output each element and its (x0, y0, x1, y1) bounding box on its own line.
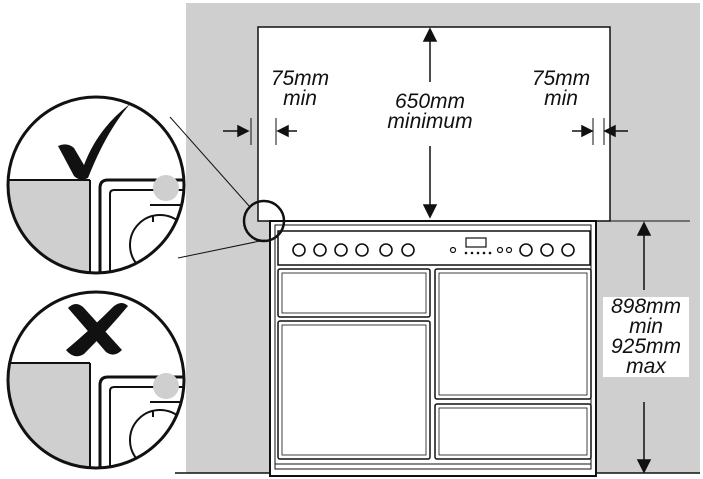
right-oven-door (434, 268, 592, 400)
top-clearance-value: 650mm (394, 90, 466, 113)
control-knob (401, 243, 415, 257)
control-knob (334, 243, 348, 257)
left-gap-value: 75mm (270, 67, 330, 90)
left-gap-arrows (223, 118, 297, 145)
timer-dot (476, 251, 480, 255)
left-gap-label: 75mm min (262, 67, 338, 110)
right-storage-drawer (434, 403, 592, 460)
top-clearance-arrow (422, 27, 438, 219)
control-knob (313, 243, 327, 257)
right-gap-qualifier: min (544, 87, 578, 110)
height-label: 898mm min 925mm max (603, 295, 689, 378)
left-top-drawer (277, 268, 431, 318)
small-button (449, 246, 457, 254)
small-button (496, 246, 504, 254)
small-button (505, 246, 513, 254)
correct-detail (6, 95, 186, 275)
cross-mark-icon (66, 303, 128, 357)
height-max-value: 925mm (610, 335, 682, 358)
height-max-qualifier: max (626, 355, 666, 378)
timer-dot (488, 251, 492, 255)
control-knob (519, 243, 533, 257)
timer-dot (464, 251, 468, 255)
left-gap-qualifier: min (283, 87, 317, 110)
height-arrow (636, 221, 652, 474)
control-knob (561, 243, 575, 257)
range-cooker (269, 220, 597, 477)
control-panel (277, 230, 591, 266)
height-min-value: 898mm (610, 295, 682, 318)
callout-line (177, 239, 266, 259)
control-knob (540, 243, 554, 257)
control-knob (355, 243, 369, 257)
right-storage-drawer-inner (438, 407, 588, 456)
left-oven-door (277, 320, 431, 460)
clearance-zone (257, 26, 611, 222)
right-gap-label: 75mm min (523, 67, 599, 110)
control-knob (379, 243, 393, 257)
control-knob (292, 243, 306, 257)
detail-marker-circle (242, 199, 286, 243)
check-mark-icon (58, 104, 130, 180)
height-min-qualifier: min (629, 315, 663, 338)
left-top-drawer-inner (281, 272, 427, 314)
right-oven-door-inner (438, 272, 588, 396)
timer-dot (482, 251, 486, 255)
incorrect-detail (6, 290, 186, 470)
top-clearance-label: 650mm minimum (368, 90, 492, 133)
clock-display (465, 237, 487, 248)
right-gap-arrows (572, 118, 628, 145)
left-oven-door-inner (281, 324, 427, 456)
top-clearance-qualifier: minimum (387, 110, 473, 133)
right-gap-value: 75mm (531, 67, 591, 90)
callout-line (169, 116, 251, 208)
timer-dot (470, 251, 474, 255)
